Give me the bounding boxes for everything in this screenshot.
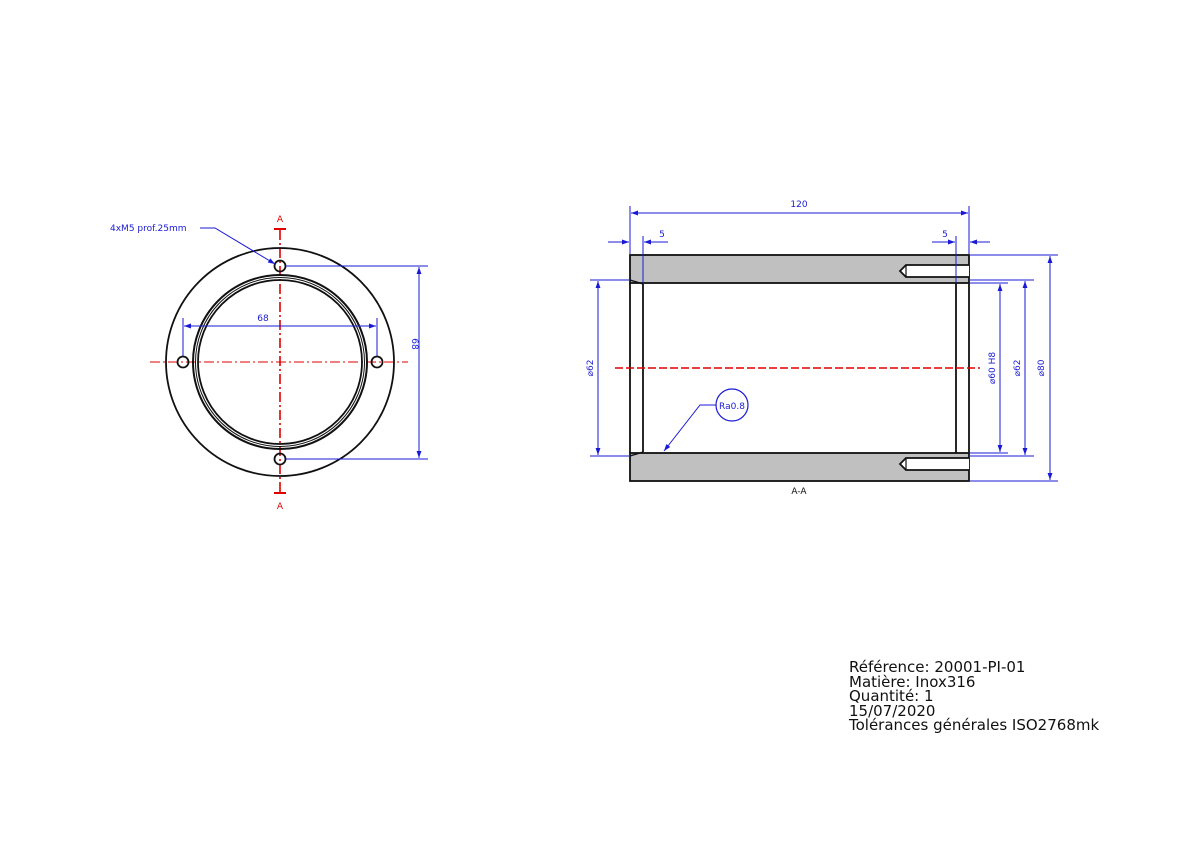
chamfer-bottom-left — [629, 451, 644, 457]
dim-right-inner-label: ⌀62 — [1013, 360, 1023, 377]
bore-circle-inner — [197, 279, 363, 445]
dim-vertical-label: 68 — [409, 338, 419, 350]
thread-hole-bottom — [898, 457, 969, 471]
hole-left — [176, 355, 190, 369]
dim-left-diameter-label: ⌀62 — [586, 360, 596, 377]
hole-top — [273, 259, 287, 273]
dim-outer-label: ⌀80 — [1037, 359, 1047, 376]
dim-chamfer-left-label: 5 — [659, 230, 665, 240]
roughness-label: Ra0.8 — [719, 402, 745, 412]
front-view: A A 4xM5 prof.25mm 68 68 — [110, 215, 428, 512]
thread-hole-top — [898, 264, 969, 278]
dim-horizontal-label: 68 — [257, 314, 269, 324]
section-label: A-A — [791, 487, 807, 497]
title-date: 15/07/2020 — [849, 701, 936, 720]
outer-circle — [165, 247, 395, 477]
title-block: Référence: 20001-PI-01 Matière: Inox316 … — [849, 660, 1099, 733]
dim-chamfer-right-label: 5 — [942, 230, 948, 240]
section-marker-top: A — [277, 215, 284, 225]
hole-bottom — [273, 452, 287, 466]
title-reference: Référence: 20001-PI-01 — [849, 658, 1026, 676]
title-material: Matière: Inox316 — [849, 672, 976, 691]
dim-bore-label: ⌀60 H8 — [988, 352, 998, 384]
bore-circle-mid — [195, 277, 365, 447]
roughness-leader — [663, 404, 716, 452]
section-marker-bottom: A — [277, 502, 284, 512]
dim-length-label: 120 — [790, 200, 807, 210]
hole-callout: 4xM5 prof.25mm — [110, 224, 187, 234]
hole-callout-leader — [200, 227, 276, 265]
section-view: 120 5 5 ⌀62 ⌀60 H8 ⌀62 ⌀80 Ra0 — [586, 200, 1058, 497]
title-quantity: Quantité: 1 — [849, 687, 934, 705]
chamfer-top-left — [629, 279, 644, 285]
title-tolerances: Tolérances générales ISO2768mk — [849, 716, 1100, 734]
bore-circle-outer — [192, 274, 368, 450]
hole-right — [370, 355, 384, 369]
